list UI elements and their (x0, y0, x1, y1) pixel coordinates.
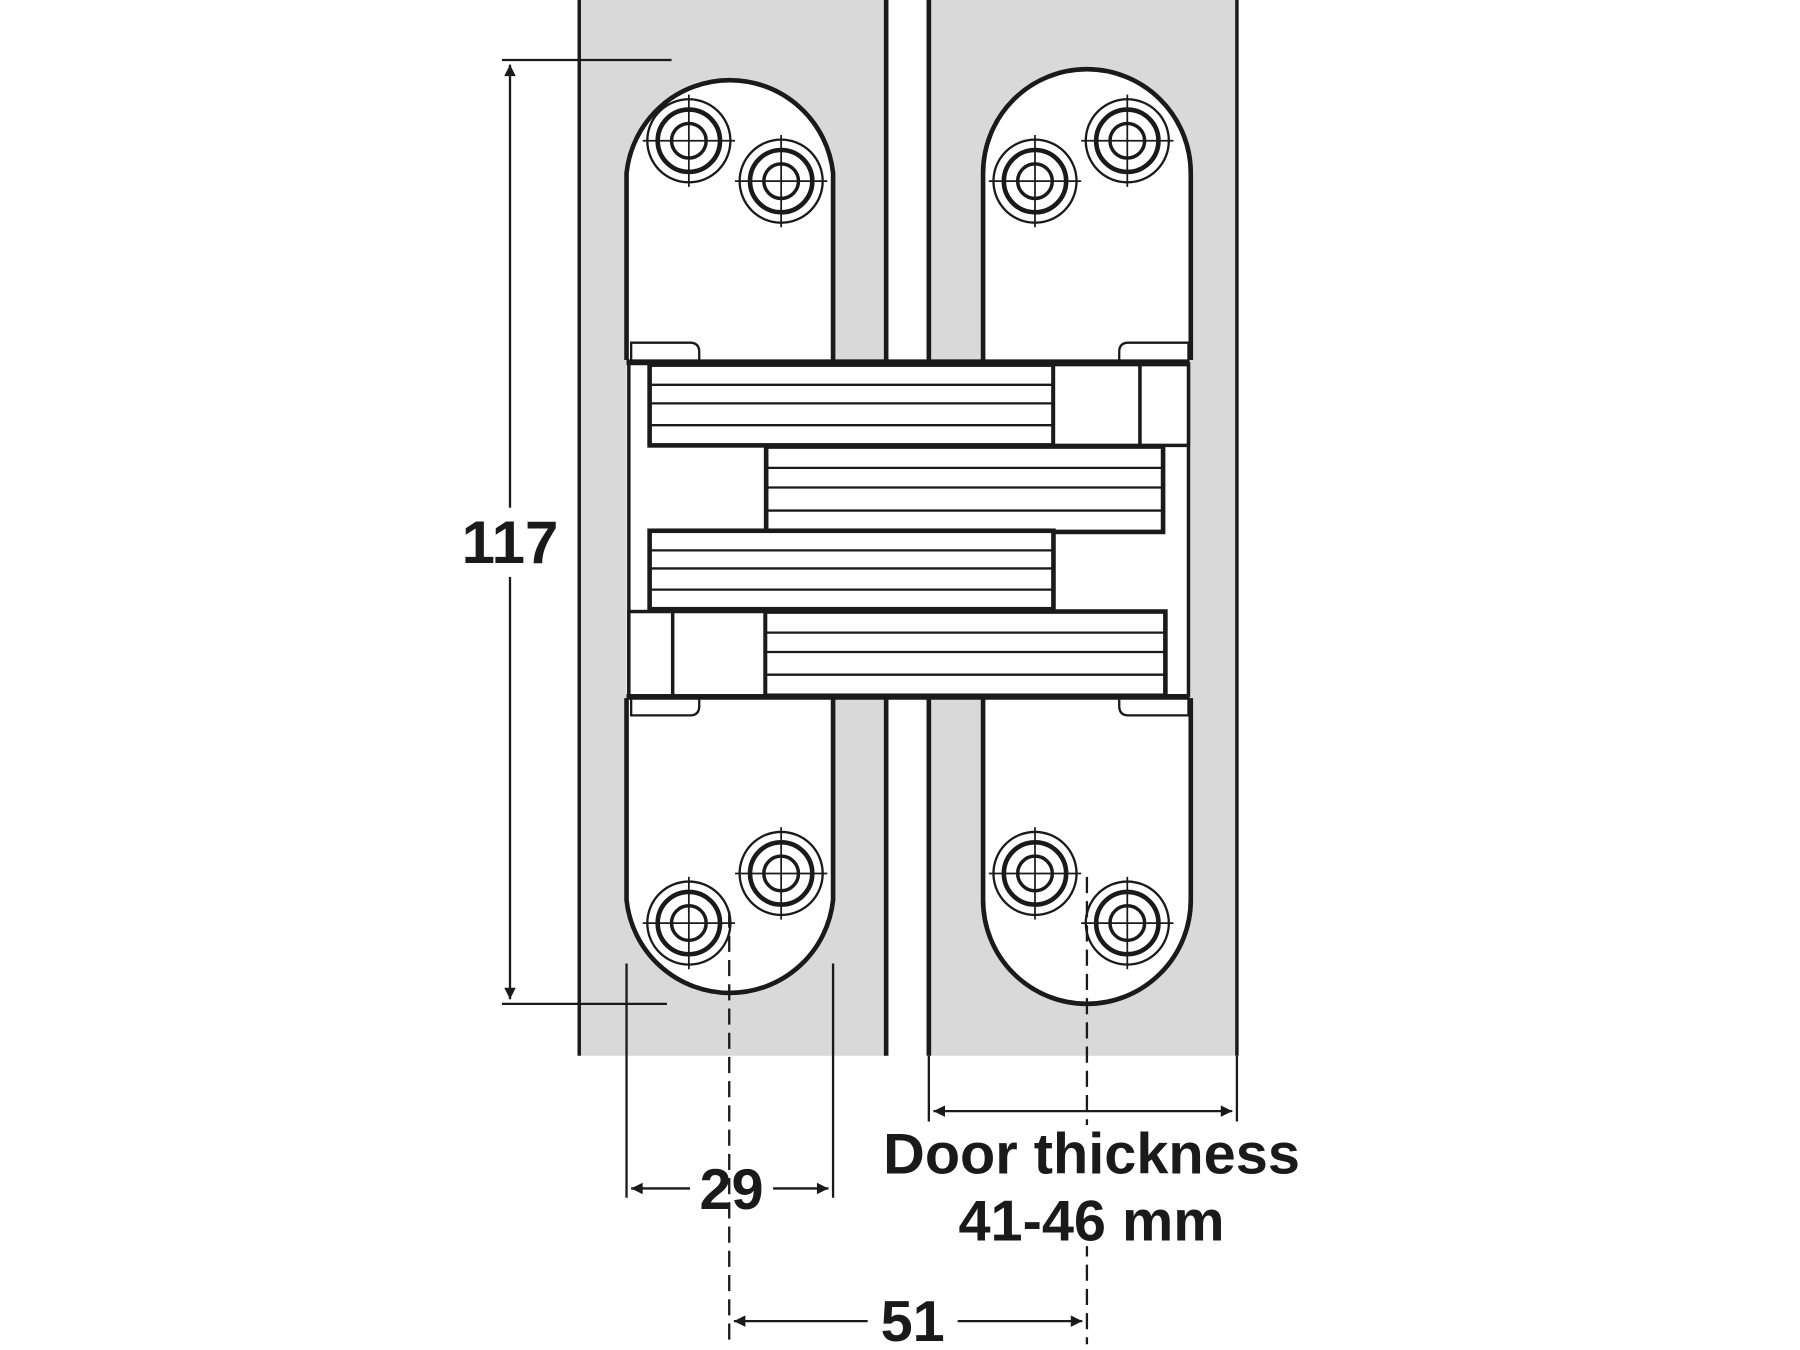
link-block (1138, 362, 1191, 448)
hole-spacing-label: 51 (881, 1290, 945, 1350)
dimension-height: 117 (452, 58, 672, 1005)
link-block (1051, 362, 1142, 448)
door-thickness-label: Door thickness (883, 1122, 1300, 1186)
screw-hole-icon (734, 135, 828, 228)
screw-hole-icon (734, 827, 828, 920)
door-thickness-range: 41-46 mm (958, 1189, 1224, 1253)
link-block (627, 609, 675, 698)
screw-hole-icon (1081, 876, 1174, 970)
screw-hole-icon (642, 876, 735, 970)
dimension-door-thickness: Door thickness 41-46 mm (848, 1055, 1333, 1253)
height-label: 117 (462, 509, 559, 576)
screw-holes (642, 94, 1174, 970)
hinge-link (647, 362, 1056, 448)
screw-hole-icon (988, 135, 1082, 228)
screw-hole-icon (988, 827, 1082, 920)
hinge-link (763, 444, 1166, 535)
screw-hole-icon (1081, 94, 1174, 187)
hinge-link (647, 528, 1056, 612)
link-block (670, 609, 767, 698)
screw-offset-label: 29 (699, 1158, 763, 1222)
hinge-body (626, 341, 1191, 717)
screw-hole-icon (642, 94, 735, 187)
hinge-link (762, 609, 1168, 699)
hinge-links (627, 362, 1191, 699)
dimension-screw-offset: 29 (625, 963, 835, 1222)
